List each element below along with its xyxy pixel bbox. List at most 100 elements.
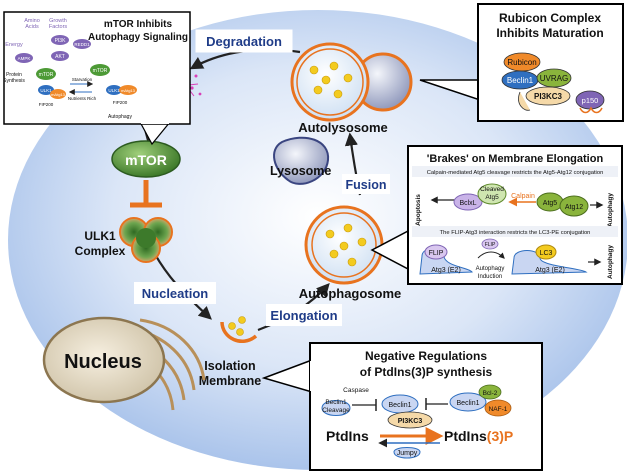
mtor-panel-title-line1: mTOR Inhibits — [104, 19, 173, 30]
beclin1-bound-protein — [449, 392, 487, 412]
ptdins-pi3kc3-protein — [387, 411, 433, 429]
lc3-protein — [535, 244, 557, 260]
matg13-mini-label-2: mAtg13 — [121, 88, 136, 93]
beclin1-cleavage-line1: Beclin1 — [325, 399, 347, 406]
mtor-mini-label-2: mTOR — [93, 68, 108, 74]
starvation-label: Starvation — [72, 77, 93, 82]
ptdins-pi3kc3-label: PI3KC3 — [398, 418, 423, 425]
naf1-label: NAF-1 — [489, 406, 508, 413]
ulk1-mini-label-2: ULK1 — [108, 88, 120, 93]
growth-factors-label-line1: Growth — [49, 18, 67, 24]
ptdins-panel: Negative Regulations of PtdIns(3)P synth… — [261, 342, 543, 471]
mtor-mini-label: mTOR — [39, 72, 54, 78]
nucleation-label: Nucleation — [142, 286, 209, 301]
ulk1-mini-label: ULK1 — [40, 88, 52, 93]
fip200-mini-label: FIP200 — [39, 102, 54, 107]
beclin1-cleavage-protein — [321, 400, 351, 416]
ptdins-beclin1-label: Beclin1 — [389, 402, 412, 409]
bclxl-label: BclxL — [459, 200, 476, 207]
isolation-membrane-label-line2: Membrane — [199, 374, 262, 388]
atg12-label: Atg12 — [565, 204, 583, 211]
ampk-label: AMPK — [18, 56, 31, 61]
nucleation-label-box — [134, 282, 216, 304]
elongation-label: Elongation — [270, 308, 337, 323]
isolation-membrane-label-line1: Isolation — [204, 359, 255, 373]
ptdins-label: PtdIns — [326, 428, 369, 444]
apoptosis-label: Apoptosis — [415, 194, 422, 226]
lc3-label: LC3 — [540, 250, 553, 257]
pi3k-label: PI3K — [55, 38, 67, 44]
autophagy-label-2: Autophagy — [607, 245, 614, 279]
ptdins-panel-title-line1: Negative Regulations — [365, 349, 487, 363]
ptdins3p-suffix: (3)P — [487, 428, 513, 444]
ampk-node — [15, 53, 33, 63]
bclxl-protein — [453, 193, 483, 211]
cleaved-atg5-protein — [477, 183, 507, 205]
atg3-label-2: Atg3 (E2) — [535, 267, 565, 274]
p150-label: p150 — [582, 96, 599, 105]
pi3k-node — [51, 35, 69, 45]
autolysosome-label: Autolysosome — [298, 120, 388, 135]
nutrients-rich-label: Nutrients Rich — [68, 96, 97, 101]
autophagy-label-1: Autophagy — [607, 193, 614, 227]
matg13-mini-label: mAtg13 — [51, 92, 66, 97]
calpain-caption: Calpain-mediated Atg5 cleavage restricts… — [427, 170, 604, 176]
brakes-panel: 'Brakes' on Membrane Elongation Calpain-… — [370, 145, 623, 285]
mtor-panel-title-line2: Autophagy Signaling — [88, 32, 188, 43]
fusion-label-box — [342, 174, 390, 194]
amino-acids-label-line2: Acids — [25, 24, 39, 30]
pi3kc3-protein — [525, 86, 571, 106]
lysosome-label: Lysosome — [270, 164, 331, 178]
mtor-mini-node — [36, 68, 56, 80]
ulk1-complex-label-line1: ULK1 — [84, 229, 116, 243]
autolysosome-icon — [290, 42, 413, 122]
reds-label: REDD1 — [74, 42, 90, 47]
bcl2-protein — [478, 384, 502, 400]
mtor-node-icon — [111, 140, 181, 178]
atg12-protein — [559, 195, 589, 217]
rubicon-label: Rubicon — [507, 58, 536, 67]
flip-caption: The FLIP-Atg3 interaction restricts the … — [440, 230, 591, 236]
fusion-label: Fusion — [346, 178, 387, 192]
fip200-mini-label-2: FIP200 — [113, 100, 128, 105]
autophagy-induction-line1: Autophagy — [476, 266, 505, 272]
beclin1-cleavage-line2: Cleavage — [322, 407, 350, 414]
ptdins3p-label: PtdIns(3)P — [444, 428, 513, 444]
rubicon-panel-title-line2: Inhibits Maturation — [496, 26, 603, 40]
cleaved-label-line1: Cleaved — [480, 186, 504, 193]
naf1-protein — [484, 399, 512, 417]
ulk1-complex-label-line2: Complex — [75, 244, 126, 258]
reds-node — [73, 39, 91, 49]
flip-small-label: FLIP — [485, 242, 496, 248]
mtor-signaling-panel: mTOR Inhibits Autophagy Signaling Amino … — [3, 11, 191, 146]
jumpy-protein — [393, 447, 421, 459]
autophagosome-label: Autophagosome — [299, 286, 402, 301]
atg3-label: Atg3 (E2) — [431, 267, 461, 274]
bcl2-label: Bcl-2 — [483, 390, 498, 397]
mtor-label: mTOR — [125, 152, 167, 168]
nucleus-icon — [42, 316, 166, 404]
atg5-label: Atg5 — [543, 200, 558, 207]
rubicon-pi3kc3-label: PI3KC3 — [534, 92, 563, 101]
rubicon-panel-title-line1: Rubicon Complex — [499, 11, 601, 25]
flip-label: FLIP — [429, 250, 444, 257]
rubicon-beclin1-label: Beclin1 — [507, 76, 534, 85]
elongation-label-box — [266, 304, 342, 326]
ptdins-panel-title-line2: of PtdIns(3)P synthesis — [360, 365, 493, 379]
autophagosome-icon — [304, 205, 384, 285]
akt-node — [51, 51, 69, 61]
ulk1-complex-icon — [119, 217, 173, 263]
mtor-panel-autophagy-label: Autophagy — [108, 114, 132, 120]
mtor-mini-node-2 — [90, 64, 110, 76]
degradation-label: Degradation — [206, 34, 282, 49]
caspase-label: Caspase — [343, 387, 369, 394]
autophagy-induction-line2: Induction — [478, 274, 502, 280]
ptdins3p-base: PtdIns — [444, 428, 487, 444]
brakes-panel-title: 'Brakes' on Membrane Elongation — [427, 153, 604, 165]
akt-label: AKT — [55, 54, 65, 60]
flip-protein — [424, 244, 448, 260]
amino-acids-label-line1: Amino — [24, 18, 40, 24]
degradation-label-box — [195, 29, 293, 53]
